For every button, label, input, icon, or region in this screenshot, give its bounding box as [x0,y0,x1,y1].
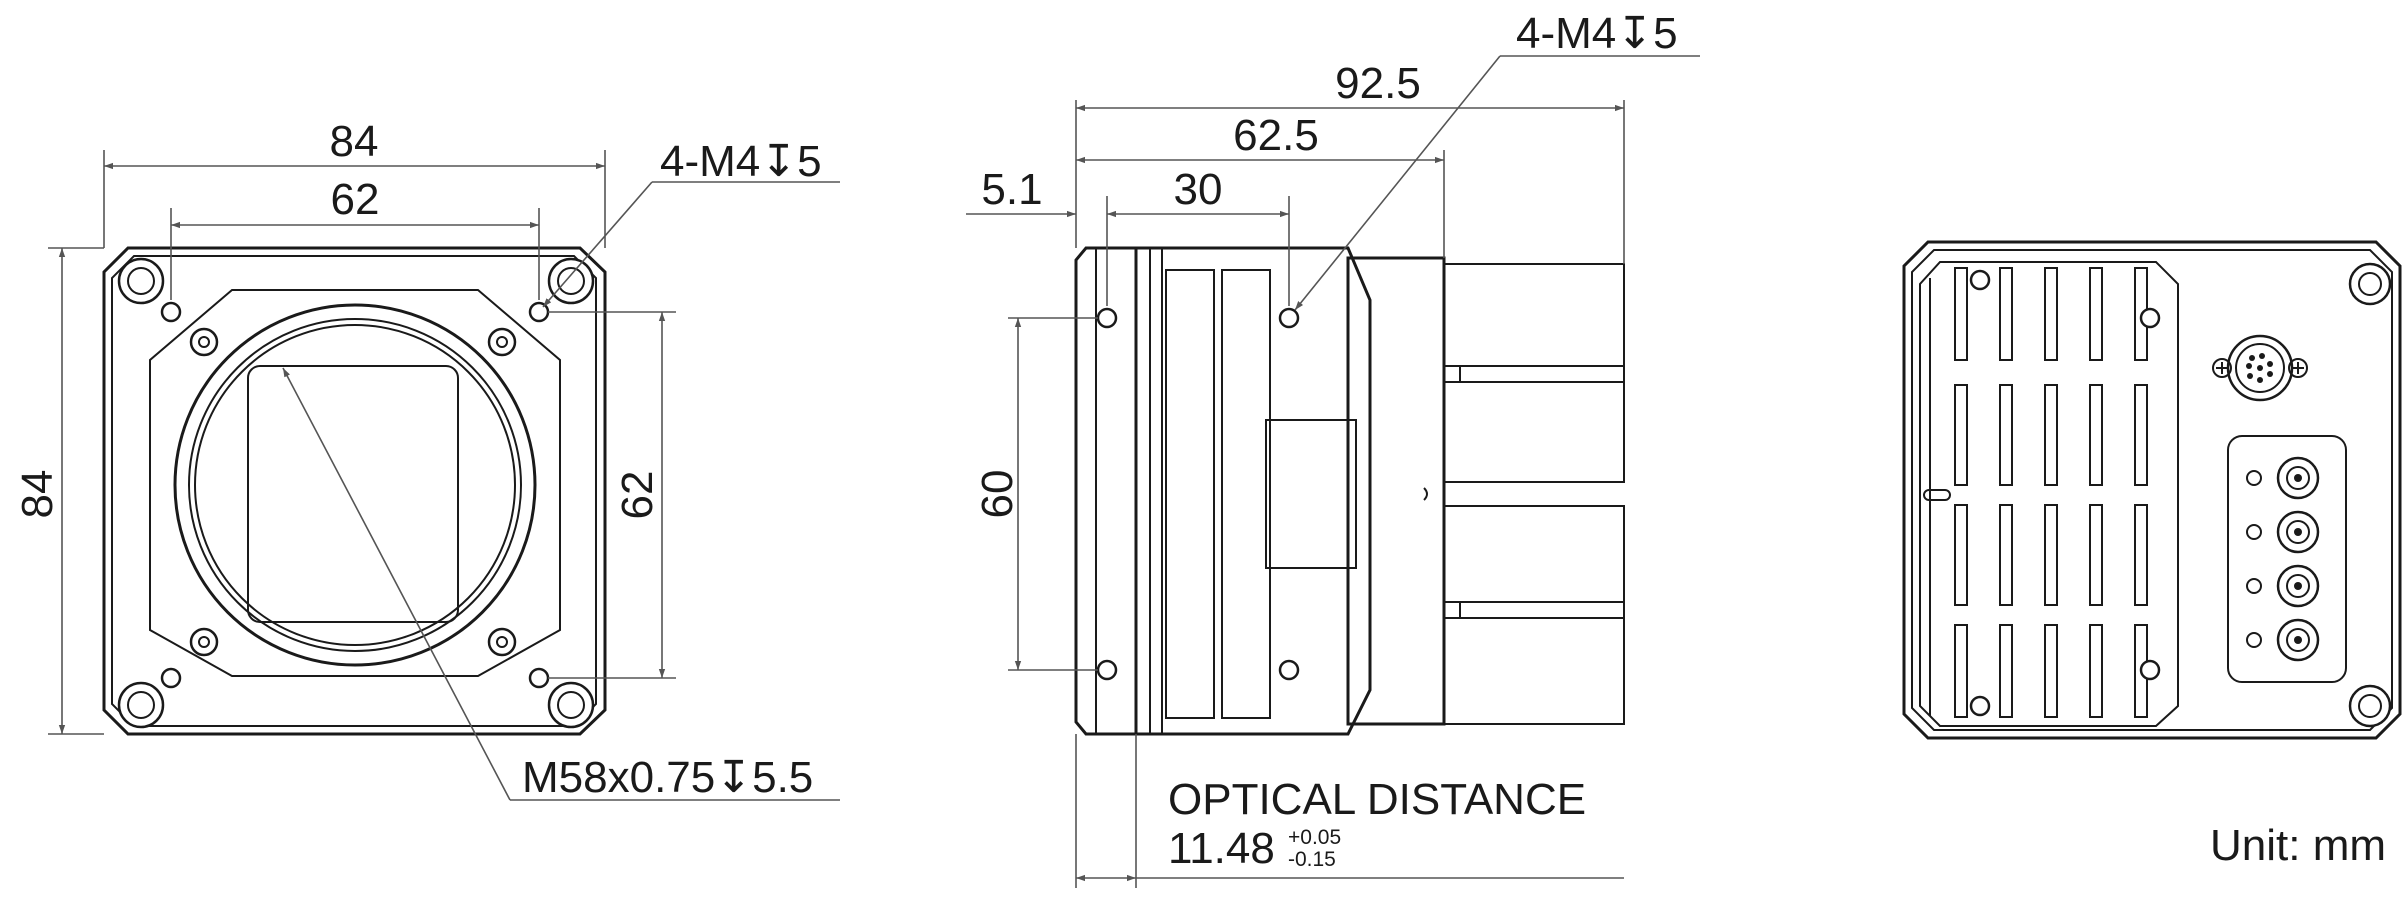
coax-panel [2227,435,2347,683]
coax-connectors [2276,456,2320,662]
side-label-window [1265,419,1357,569]
front-housing [102,246,607,736]
front-thread-callout: 4-M4↧5 [660,137,822,186]
dim-height-62: 62 [613,471,662,520]
side-m4-holes [1096,307,1300,681]
dim-length-30: 30 [1174,165,1223,214]
dim-height-84: 84 [13,470,62,519]
front-view: 84 62 84 62 4-M4↧5 M58x0.75↧5.5 [13,117,840,802]
rear-connectors [1423,263,1625,725]
heatsink-fins [1919,261,2179,727]
lens-mount-ring [173,303,537,667]
m4-holes [160,301,550,689]
dim-width-62: 62 [331,175,380,224]
dim-spacing-60: 60 [973,470,1022,519]
side-view: 92.5 62.5 30 5.1 60 4-M4↧5 OPTICAL DISTA… [966,9,1700,888]
unit-label: Unit: mm [2210,821,2386,870]
connector-icon [2212,334,2308,402]
rear-fin-slots [1923,267,2148,718]
side-fins [1165,269,1271,719]
rear-housing [1902,240,2402,740]
mount-thread-callout: M58x0.75↧5.5 [522,753,813,802]
dim-length-92-5: 92.5 [1335,59,1421,108]
sensor-window [247,365,459,623]
side-thread-callout: 4-M4↧5 [1516,9,1678,58]
side-body [1134,246,1372,736]
tolerance-upper: +0.05 [1288,826,1341,849]
rear-view: Unit: mm [1902,240,2402,870]
plate-screws [189,327,517,657]
mount-plate [149,289,561,677]
tolerance-lower: -0.15 [1288,848,1336,871]
led-icon [2246,470,2262,648]
dim-width-84: 84 [330,117,379,166]
dim-offset-5-1: 5.1 [981,165,1042,214]
screw-icon [1969,262,2392,728]
optical-distance-label: OPTICAL DISTANCE [1168,775,1586,824]
dim-length-62-5: 62.5 [1233,111,1319,160]
screw-icon [117,257,595,729]
optical-distance-value: 11.48 [1168,824,1275,873]
